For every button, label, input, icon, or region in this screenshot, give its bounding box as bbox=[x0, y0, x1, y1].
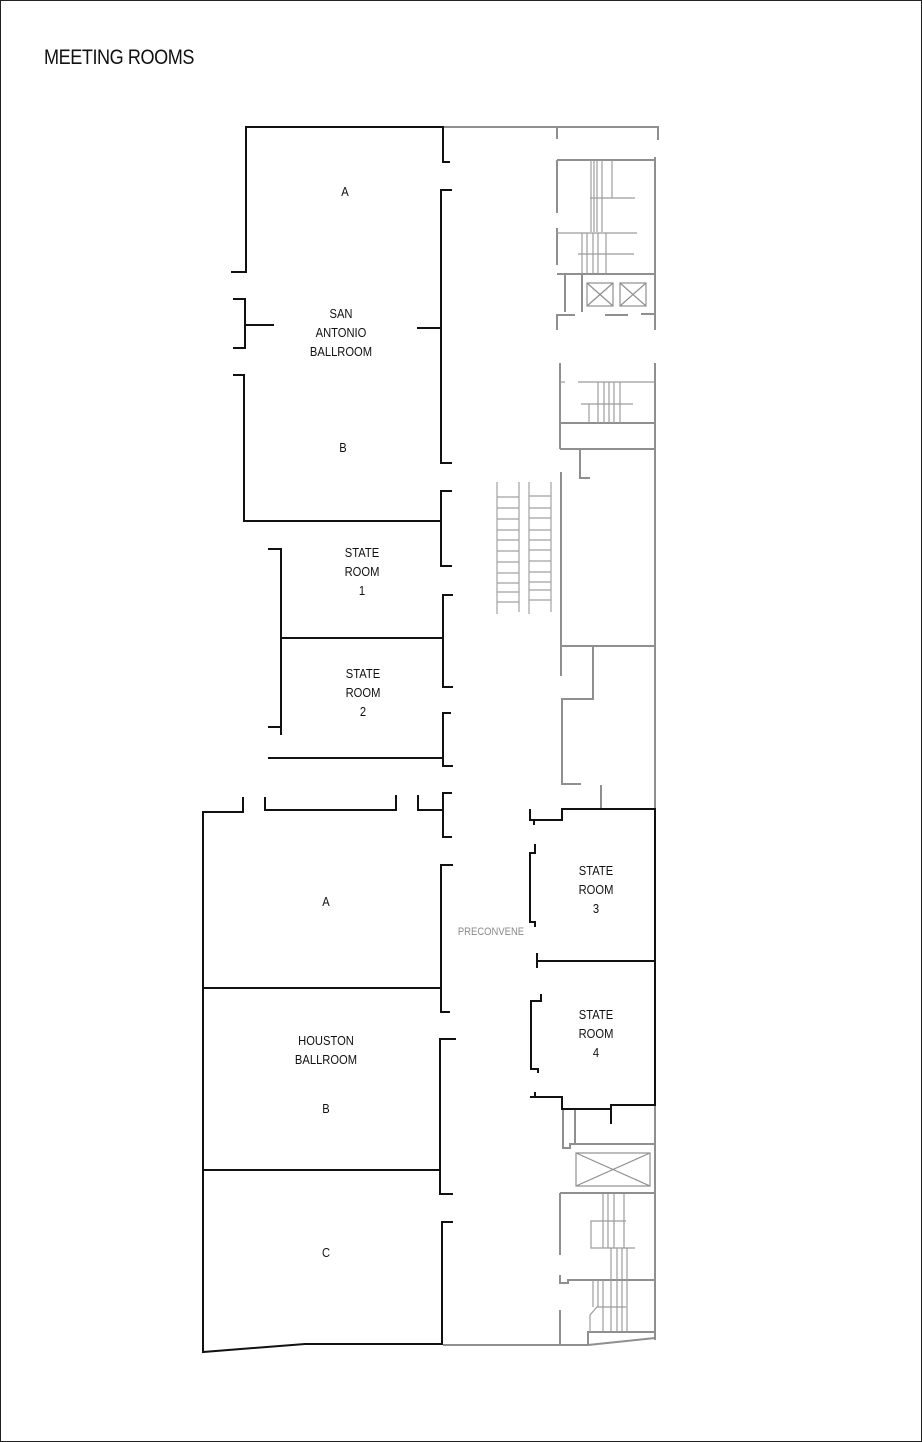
houston-section-b-label: B bbox=[322, 1101, 330, 1116]
elevator-icon bbox=[586, 282, 647, 307]
meeting-room-walls bbox=[202, 126, 656, 1354]
san-antonio-section-b-label: B bbox=[339, 440, 347, 455]
service-core-3 bbox=[443, 1105, 656, 1346]
state-room-2-label: STATE ROOM 2 bbox=[345, 666, 381, 719]
san-antonio-section-a-label: A bbox=[341, 184, 349, 199]
san-antonio-ballroom-label: SAN ANTONIO BALLROOM bbox=[309, 306, 373, 359]
service-core bbox=[443, 126, 659, 330]
houston-section-c-label: C bbox=[321, 1245, 331, 1260]
page-title: MEETING ROOMS bbox=[44, 46, 194, 69]
stairs-icon bbox=[557, 160, 637, 273]
stairs-icon bbox=[589, 1194, 635, 1332]
preconvene-label: PRECONVENE bbox=[457, 926, 525, 938]
houston-ballroom-label: HOUSTON BALLROOM bbox=[294, 1033, 358, 1067]
state-room-1-label: STATE ROOM 1 bbox=[344, 545, 380, 598]
stairs-icon bbox=[560, 381, 655, 423]
houston-section-a-label: A bbox=[322, 894, 330, 909]
state-room-4-label: STATE ROOM 4 bbox=[578, 1007, 614, 1060]
elevator-icon bbox=[575, 1152, 651, 1187]
escalator-icon bbox=[496, 482, 552, 614]
state-room-3-label: STATE ROOM 3 bbox=[578, 863, 614, 916]
service-core-2 bbox=[559, 363, 656, 808]
